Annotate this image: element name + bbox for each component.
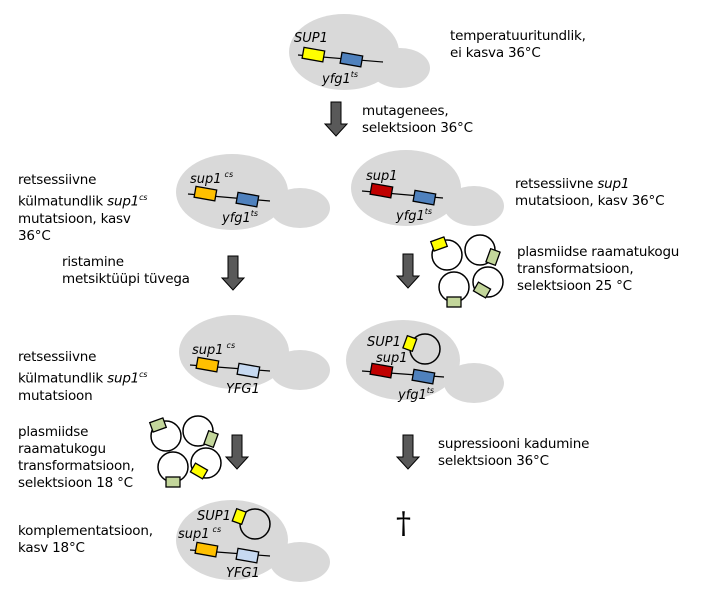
bud [444,363,504,403]
left-description-2: retsessiivne külmatundlik sup1cs mutatsi… [18,349,148,404]
cell-right-2: SUP1 sup1 yfg1ts [346,320,504,403]
cell-body [351,150,461,226]
arrow-down-icon [221,255,245,291]
gene-box-sup1-cs [194,541,219,558]
gene-label-sup1: sup1 [376,351,408,366]
gene-label-sup1: sup1 [366,169,398,184]
gene-box-yfg1-wt [235,547,260,564]
gene-box-yfg1-wt [236,362,261,379]
top-description: temperatuuritundlik, ei kasva 36°C [450,28,586,61]
top-arrow-label: mutagenees, selektsioon 36°C [362,103,473,136]
cell-body [289,14,399,90]
plasmid-insert-sup1 [231,507,247,526]
gene-box-sup1-null [369,182,394,199]
right-description-1: retsessiivne sup1 mutatsioon, kasv 36°C [515,176,665,209]
plasmid-insert-sup1 [429,236,449,252]
gene-box-yfg1-ts [235,191,260,208]
plasmid-insert-sup1 [402,334,418,353]
left-arrow-label-1: ristamine metsiktüüpi tüvega [62,254,190,287]
gene-box-sup1 [301,46,326,63]
gene-label-plasmid-sup1: SUP1 [197,509,231,524]
gene-box-yfg1-ts [411,368,436,385]
cell-body [176,154,288,230]
gene-label-yfg1: yfg1ts [395,207,432,224]
gene-box-sup1-null [369,362,394,379]
dagger-death-icon: † [396,506,411,541]
gene-box-yfg1-ts [412,189,437,206]
gene-label-yfg1: yfg1ts [397,386,434,403]
arrow-down-icon [396,253,420,289]
gene-box-yfg1 [339,51,364,68]
gene-box-sup1-cs [195,356,220,373]
cell-top: SUP1 yfg1ts [289,14,430,90]
cell-body [176,500,288,580]
cell-right-1: sup1 yfg1ts [351,150,504,226]
left-description-3: komplementatsioon, kasv 18°C [18,523,153,556]
gene-label-yfg1: yfg1ts [221,209,258,226]
right-arrow-label-1: plasmiidse raamatukogu transformatsioon,… [517,244,680,294]
gene-box-sup1-cs [193,185,218,202]
left-arrow-label-2: plasmiidse raamatukogu transformatsioon,… [18,424,135,491]
arrow-down-icon [396,434,420,470]
gene-label-yfg1: YFG1 [226,566,260,581]
left-description-1: retsessiivne külmatundlik sup1cs mutatsi… [18,172,148,244]
arrow-down-icon [324,101,348,137]
right-arrow-label-2: supressiooni kadumine selektsioon 36°C [438,436,590,469]
plasmid-insert-sup1 [189,462,209,480]
plasmid-library-left [148,415,222,488]
gene-label-plasmid-sup1: SUP1 [367,335,401,350]
arrow-down-icon [225,434,249,470]
gene-label-sup1: SUP1 [294,31,328,46]
plasmid-library-right [429,234,504,308]
gene-label-yfg1: yfg1ts [321,70,358,87]
gene-label-yfg1: YFG1 [226,382,260,397]
